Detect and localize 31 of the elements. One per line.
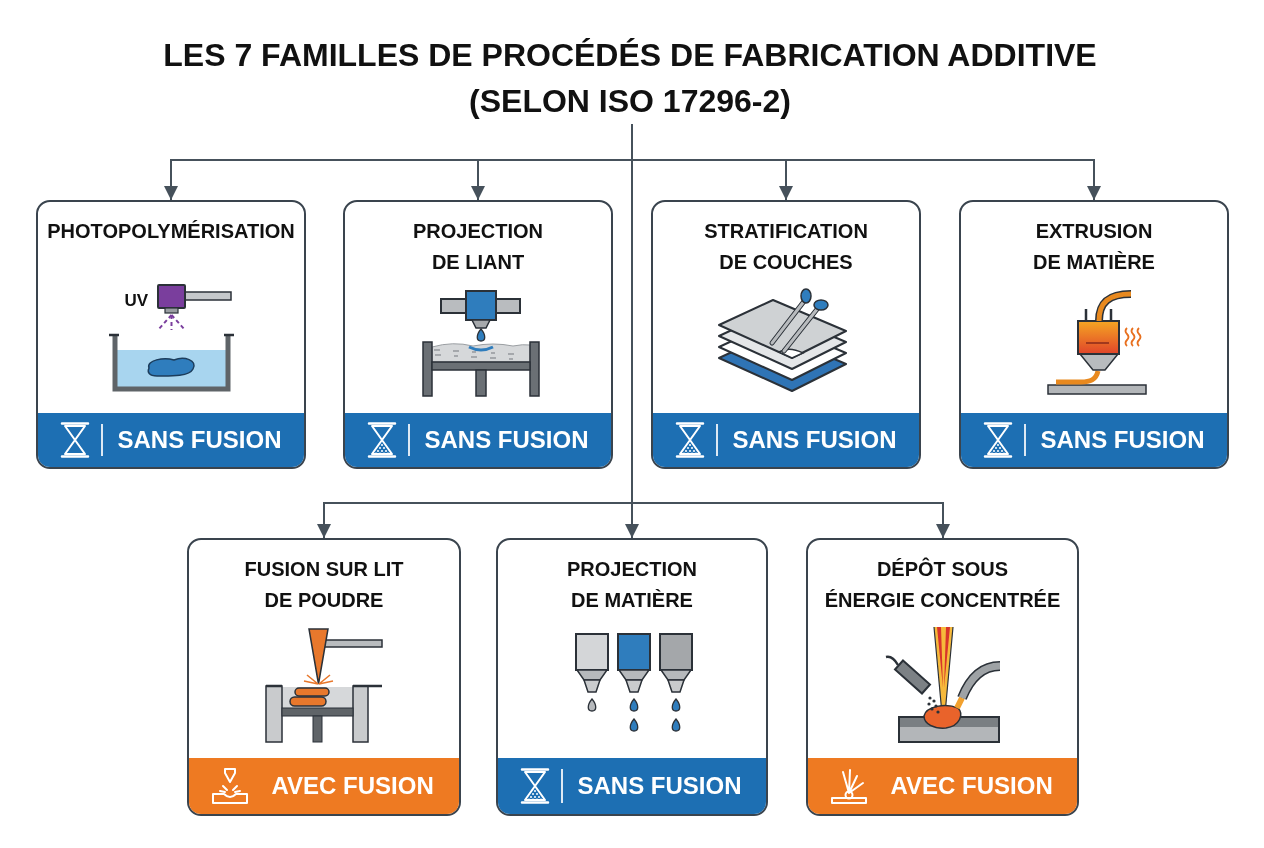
process-card <box>187 538 461 816</box>
card-title: EXTRUSION DE MATIÈRE <box>1033 218 1155 275</box>
card-title: PROJECTION DE LIANT <box>413 218 543 275</box>
status-band <box>38 413 304 467</box>
card-title: PHOTOPOLYMÉRISATION <box>47 218 295 244</box>
status-band <box>653 413 919 467</box>
status-label: AVEC FUSION <box>890 772 1053 800</box>
process-card <box>651 200 921 469</box>
card-title: DÉPÔT SOUS ÉNERGIE CONCENTRÉE <box>824 556 1061 613</box>
diagram-title: LES 7 FAMILLES DE PROCÉDÉS DE FABRICATION ADDITIVE (SELON ISO 17296-2) <box>163 32 1097 124</box>
status-label: AVEC FUSION <box>271 772 434 800</box>
card-title: STRATIFICATION DE COUCHES <box>704 218 868 275</box>
status-label: SANS FUSION <box>732 426 897 454</box>
status-band <box>189 758 459 814</box>
status-band <box>808 758 1077 814</box>
process-card <box>806 538 1079 816</box>
part-label: UV <box>124 290 149 311</box>
process-card <box>496 538 768 816</box>
status-band <box>498 758 766 814</box>
process-card <box>343 200 613 469</box>
status-label: SANS FUSION <box>117 426 282 454</box>
status-label: SANS FUSION <box>424 426 589 454</box>
arrow <box>631 123 950 539</box>
status-label: SANS FUSION <box>577 772 742 800</box>
status-band <box>961 413 1227 467</box>
card-title: PROJECTION DE MATIÈRE <box>567 556 697 613</box>
process-card <box>959 200 1229 469</box>
process-card <box>36 200 306 469</box>
card-title: FUSION SUR LIT DE POUDRE <box>244 556 404 613</box>
status-band <box>345 413 611 467</box>
status-label: SANS FUSION <box>1040 426 1205 454</box>
